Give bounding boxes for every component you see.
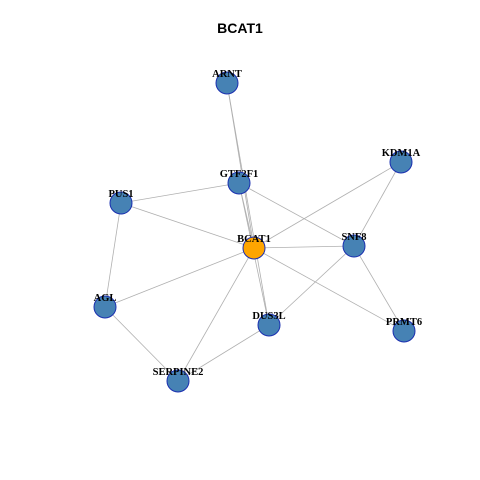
node-label-snf8: SNF8 [341,232,366,243]
node-label-prmt6: PRMT6 [386,317,422,328]
node-label-kdm1a: KDM1A [382,148,421,159]
node-agl[interactable] [93,295,117,319]
node-label-arnt: ARNT [212,69,242,80]
node-pus1[interactable] [109,191,133,215]
node-label-bcat1: BCAT1 [237,234,271,245]
node-kdm1a[interactable] [389,150,413,174]
node-label-dus3l: DUS3L [252,311,285,322]
graph-title: BCAT1 [217,20,263,36]
edge-pus1-agl [104,202,122,308]
node-gtf2f1[interactable] [227,171,251,195]
edge-kdm1a-bcat1 [253,161,402,249]
edge-bcat1-snf8 [253,245,355,249]
edge-bcat1-serpine2 [177,247,255,382]
node-label-gtf2f1: GTF2F1 [220,169,259,180]
edge-snf8-dus3l [268,245,355,326]
node-layer [93,71,416,393]
node-prmt6[interactable] [392,319,416,343]
edge-agl-serpine2 [104,306,179,382]
edge-bcat1-prmt6 [253,247,405,332]
node-dus3l[interactable] [257,313,281,337]
node-bcat1[interactable] [242,236,266,260]
edge-arnt-dus3l [226,82,270,326]
edge-kdm1a-snf8 [353,161,402,247]
edge-bcat1-agl [104,247,255,308]
node-arnt[interactable] [215,71,239,95]
edge-layer [104,82,405,382]
node-label-pus1: PUS1 [108,189,133,200]
node-label-agl: AGL [94,293,117,304]
edge-pus1-bcat1 [120,202,255,249]
edge-snf8-prmt6 [353,245,405,332]
edge-dus3l-serpine2 [177,324,270,382]
node-serpine2[interactable] [166,369,190,393]
node-snf8[interactable] [342,234,366,258]
edge-gtf2f1-snf8 [238,182,355,247]
edge-gtf2f1-pus1 [120,182,240,204]
node-label-serpine2: SERPINE2 [153,367,204,378]
